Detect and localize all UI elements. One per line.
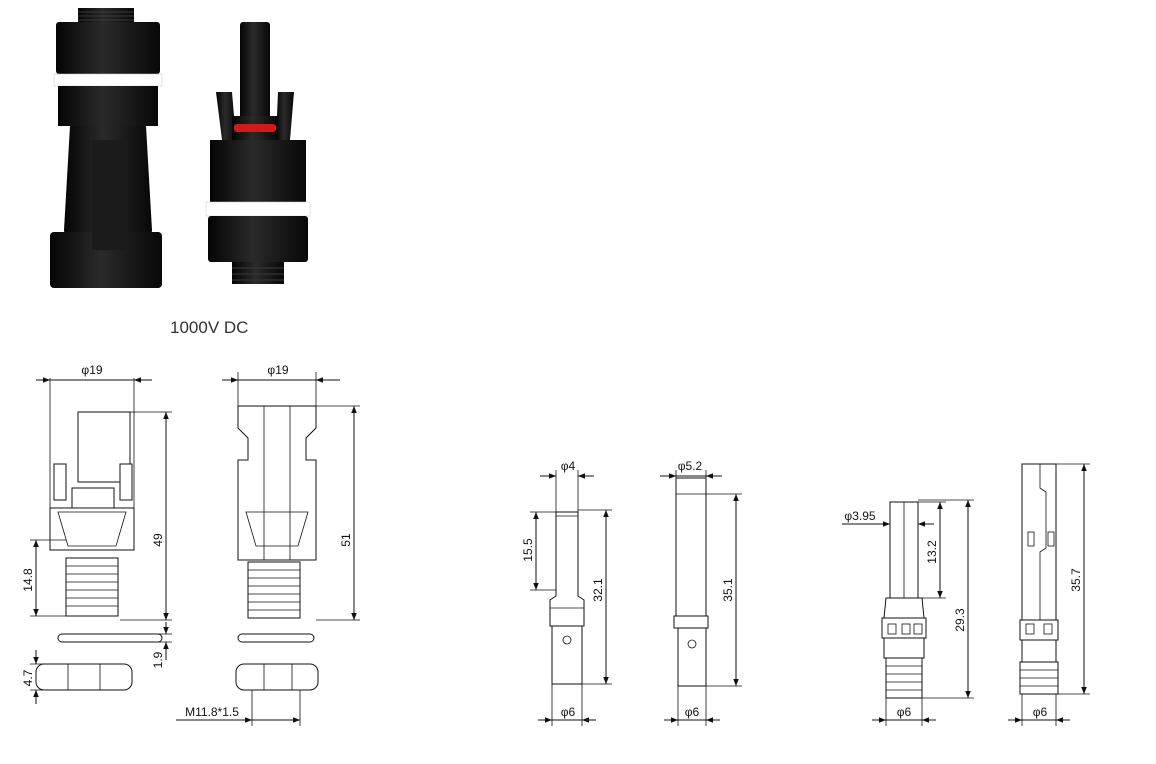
pin-a-drawing: φ4 15.5 32.1 φ6 — [521, 459, 612, 726]
male-thread-length-label: 14.8 — [21, 568, 35, 592]
male-nut-label: 4.7 — [21, 669, 35, 686]
male-connector-drawing: φ19 49 14.8 1.9 4.7 — [21, 363, 172, 704]
socket-b-base-label: φ6 — [1033, 705, 1048, 719]
male-washer-label: 1.9 — [151, 651, 165, 668]
socket-b-total-length-label: 35.7 — [1069, 568, 1083, 592]
male-dia-label: φ19 — [81, 363, 102, 377]
female-thread-label: M11.8*1.5 — [185, 705, 239, 719]
male-height-label: 49 — [151, 533, 165, 547]
pin-b-total-length-label: 35.1 — [721, 578, 735, 602]
pin-a-tip-label: φ4 — [561, 459, 576, 473]
pin-a-tip-length-label: 15.5 — [521, 538, 535, 562]
socket-a-drawing: φ3.95 13.2 29.3 φ6 — [842, 499, 974, 726]
socket-a-base-label: φ6 — [897, 705, 912, 719]
socket-b-drawing: 35.7 φ6 — [1008, 463, 1090, 726]
voltage-caption: 1000V DC — [170, 318, 249, 337]
pin-b-base-label: φ6 — [685, 705, 700, 719]
pin-b-tip-label: φ5.2 — [678, 459, 703, 473]
male-connector-photo — [50, 8, 163, 288]
pin-a-total-length-label: 32.1 — [591, 578, 605, 602]
pin-a-base-label: φ6 — [561, 705, 576, 719]
pin-b-drawing: φ5.2 35.1 φ6 — [660, 459, 742, 726]
female-connector-photo — [205, 22, 311, 284]
socket-a-tip-label: φ3.95 — [844, 509, 875, 523]
socket-a-tip-length-label: 13.2 — [925, 540, 939, 564]
female-height-label: 51 — [339, 533, 353, 547]
female-connector-drawing: φ19 51 M11.8*1.5 — [176, 363, 360, 726]
female-dia-label: φ19 — [267, 363, 288, 377]
socket-a-total-length-label: 29.3 — [953, 608, 967, 632]
